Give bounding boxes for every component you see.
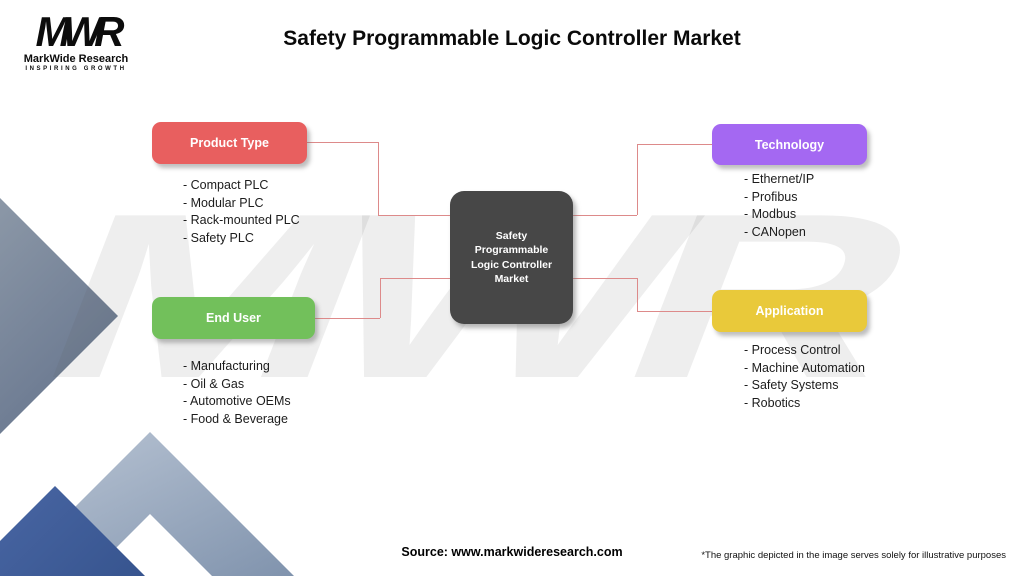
connector-line [637, 144, 638, 215]
list-item: - Process Control [744, 343, 841, 357]
connector-line [637, 144, 712, 145]
center-node: Safety Programmable Logic Controller Mar… [450, 191, 573, 324]
node-technology-label: Technology [754, 137, 825, 152]
list-item: - Ethernet/IP [744, 172, 815, 186]
technology-list: - Ethernet/IP - Profibus - Modbus - CANo… [744, 171, 814, 241]
list-item: - Safety PLC [183, 230, 254, 245]
connector-line [637, 311, 712, 312]
node-end-user-label: End User [206, 311, 261, 325]
connector-line [637, 278, 638, 311]
logo-name: MarkWide Research [23, 53, 129, 65]
list-item: - Robotics [744, 395, 801, 410]
markwide-logo: MWR MarkWide Research INSPIRING GROWTH [20, 8, 132, 73]
list-item: - Oil & Gas [183, 376, 245, 391]
list-item: - Rack-mounted PLC [183, 213, 300, 227]
list-item: - CANopen [744, 224, 806, 239]
list-item: - Profibus [744, 189, 798, 204]
application-list: - Process Control - Machine Automation -… [744, 342, 865, 412]
connector-line [378, 215, 450, 216]
list-item: - Machine Automation [744, 360, 865, 375]
list-item: - Food & Beverage [183, 411, 288, 426]
list-item: - Modular PLC [183, 195, 264, 210]
end-user-list: - Manufacturing - Oil & Gas - Automotive… [183, 358, 291, 428]
logo-tagline: INSPIRING GROWTH [25, 66, 127, 72]
source-text: Source: www.markwideresearch.com [401, 545, 623, 559]
list-item: - Manufacturing [183, 359, 270, 373]
list-item: - Modbus [744, 207, 797, 221]
center-node-label: Safety Programmable Logic Controller Mar… [470, 230, 553, 285]
node-product-type: Product Type [152, 122, 307, 164]
list-item: - Automotive OEMs [183, 394, 291, 408]
connector-line [573, 278, 637, 279]
node-technology: Technology [712, 124, 867, 165]
connector-line [378, 142, 379, 215]
product-type-list: - Compact PLC - Modular PLC - Rack-mount… [183, 177, 300, 247]
node-end-user: End User [152, 297, 315, 339]
disclaimer-text: *The graphic depicted in the image serve… [701, 550, 1006, 561]
connector-line [380, 278, 381, 318]
connector-line [573, 215, 637, 216]
list-item: - Compact PLC [183, 178, 269, 192]
list-item: - Safety Systems [744, 378, 839, 392]
connector-line [307, 142, 378, 143]
node-product-type-label: Product Type [190, 136, 269, 150]
node-application: Application [712, 290, 867, 332]
page-title: Safety Programmable Logic Controller Mar… [283, 27, 741, 50]
connector-line [380, 278, 450, 279]
logo-monogram: MWR [35, 8, 125, 55]
node-application-label: Application [755, 304, 824, 318]
connector-line [315, 318, 380, 319]
